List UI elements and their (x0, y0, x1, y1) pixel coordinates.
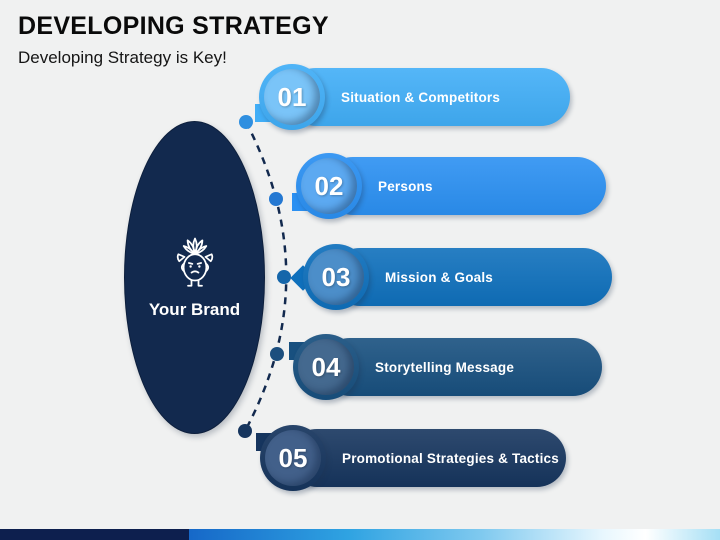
brand-mascot-icon (176, 237, 213, 287)
connector-dot-2 (269, 192, 283, 206)
step-number: 04 (311, 351, 341, 382)
connector-dot-5 (238, 424, 252, 438)
badge-inner-disc (301, 158, 357, 214)
step-pill-2: Persons 02 (292, 153, 606, 219)
badge-inner-disc (308, 249, 364, 305)
step-number-badge: 02 (296, 153, 362, 219)
badge-inner-disc (265, 430, 321, 486)
brand-label: Your Brand (148, 300, 241, 319)
step-bar: Situation & Competitors (287, 68, 570, 126)
step-pill-4: Storytelling Message 04 (289, 334, 602, 400)
step-label: Persons (378, 178, 433, 194)
footer-navy-segment (0, 529, 189, 540)
step-bar: Storytelling Message (321, 338, 602, 396)
step-number-badge: 03 (303, 244, 369, 310)
step-number: 03 (321, 261, 351, 292)
step-bar: Mission & Goals (331, 248, 612, 306)
step-label: Mission & Goals (385, 269, 494, 285)
connector-dot-4 (270, 347, 284, 361)
connector-dot-1 (239, 115, 253, 129)
footer-gradient-segment (189, 529, 720, 540)
brand-ellipse: Your Brand (124, 121, 265, 434)
step-label: Situation & Competitors (341, 89, 501, 105)
page-subtitle: Developing Strategy is Key! (18, 48, 227, 67)
step-number: 02 (314, 170, 344, 201)
step-label: Storytelling Message (375, 359, 515, 375)
step-number-badge: 01 (259, 64, 325, 130)
step-number-badge: 05 (260, 425, 326, 491)
step-number: 01 (277, 81, 307, 112)
step-number-badge: 04 (293, 334, 359, 400)
page-title: DEVELOPING STRATEGY (18, 12, 329, 40)
badge-inner-disc (264, 69, 320, 125)
step-bar: Persons (324, 157, 606, 215)
connector-dot-3 (277, 270, 291, 284)
step-bar: Promotional Strategies & Tactics (288, 429, 566, 487)
step-label: Promotional Strategies & Tactics (342, 450, 559, 466)
badge-inner-disc (298, 339, 354, 395)
step-number: 05 (278, 442, 308, 473)
step-pill-3: Mission & Goals 03 (290, 244, 612, 310)
footer-accent-bar (0, 529, 720, 540)
step-pill-1: Situation & Competitors 01 (255, 64, 570, 130)
step-pill-5: Promotional Strategies & Tactics 05 (256, 425, 566, 491)
